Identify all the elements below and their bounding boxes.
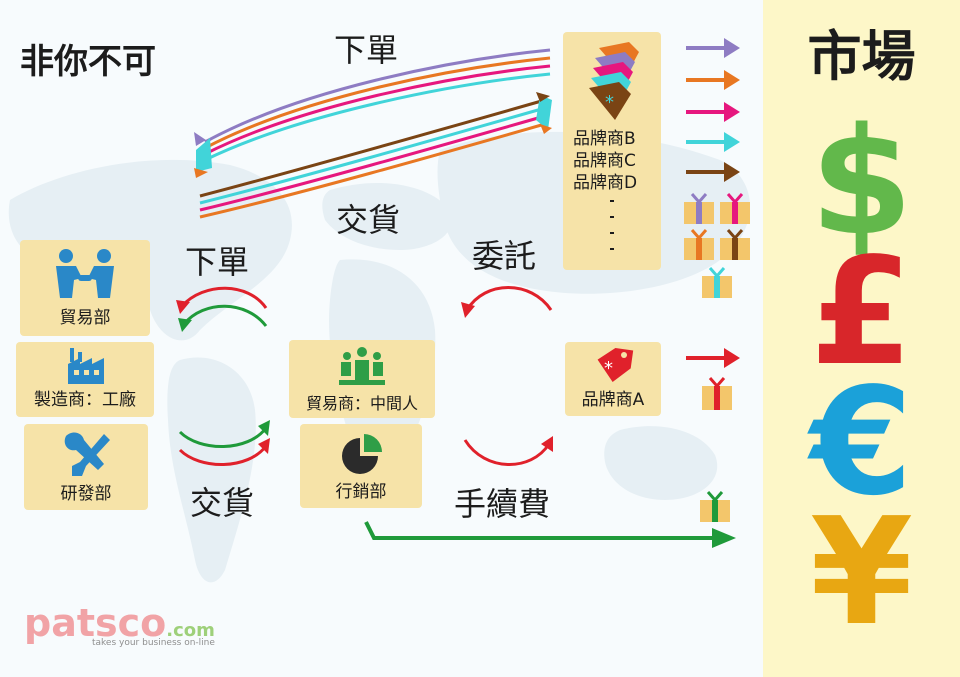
trader-box: 貿易商：中間人 — [289, 340, 435, 418]
trader-brand-arrows — [461, 286, 553, 466]
marketing-market-arrow — [364, 491, 736, 548]
trade-dept-label: 貿易部 — [59, 308, 111, 328]
page-title: 非你不可 — [20, 42, 156, 82]
factory-trader-arrows — [176, 286, 270, 466]
tools-icon — [64, 432, 110, 476]
handshake-people-icon — [56, 249, 114, 298]
delivery-arc-magenta — [199, 114, 546, 212]
brand-a-label: 品牌商A — [581, 390, 645, 410]
rnd-dept-box: 研發部 — [24, 424, 148, 510]
delivery-label-left: 交貨 — [190, 484, 255, 522]
gift-box-icon — [702, 377, 732, 410]
brand-list-box: * 品牌商B 品牌商C 品牌商D — [563, 32, 661, 270]
delivery-arrowhead-stack — [536, 95, 552, 130]
order-label-left: 下單 — [185, 243, 250, 281]
order-label-top: 下單 — [334, 31, 399, 69]
delivery-arc-cyan — [199, 106, 546, 205]
manufacturer-box: 製造商：工廠 — [16, 342, 154, 417]
yen-sign: ¥ — [810, 486, 913, 658]
trade-dept-box: 貿易部 — [20, 240, 150, 336]
brand-list-item-d: 品牌商D — [573, 173, 638, 193]
order-arc-purple — [204, 48, 551, 144]
brand-list-item-c: 品牌商C — [573, 151, 636, 171]
delivery-arc-orange — [199, 122, 546, 219]
brand-market-arrows — [686, 38, 740, 182]
price-tag-icon: * — [597, 348, 634, 382]
stacked-tags-icon: * — [589, 42, 639, 120]
commission-label: 手續費 — [454, 485, 551, 523]
meeting-group-icon — [339, 347, 385, 385]
brand-list: 品牌商B 品牌商C 品牌商D — [573, 128, 637, 194]
brand-a-box: * 品牌商A — [565, 342, 661, 416]
dollar-sign: $ — [810, 96, 913, 268]
market-panel: 市場 $ £ € ¥ — [763, 0, 960, 677]
marketing-box: 行銷部 — [300, 424, 422, 508]
order-arc-magenta — [204, 64, 551, 156]
entrust-label: 委託 — [472, 237, 537, 275]
delivery-arc-brown — [199, 98, 546, 198]
svg-text:*: * — [605, 92, 614, 113]
brand-list-item-b: 品牌商B — [573, 129, 636, 149]
order-arrowhead-stack — [196, 138, 212, 172]
marketing-label: 行銷部 — [335, 482, 387, 502]
gift-box-group — [684, 193, 750, 298]
ellipsis-vertical-icon — [610, 200, 614, 250]
manufacturer-label: 製造商：工廠 — [34, 390, 136, 410]
rnd-dept-label: 研發部 — [60, 484, 112, 504]
pound-sign: £ — [810, 226, 913, 398]
logo-domain: .com — [166, 620, 215, 641]
euro-sign: € — [810, 356, 913, 528]
delivery-label-top: 交貨 — [336, 201, 401, 239]
market-title: 市場 — [807, 25, 916, 88]
trader-label: 貿易商：中間人 — [305, 394, 418, 413]
patsco-logo: patsco.com — [24, 604, 215, 642]
pie-chart-icon — [342, 434, 382, 474]
factory-icon — [68, 348, 104, 384]
brand-a-market-arrow — [686, 348, 740, 410]
gift-box-icon — [700, 491, 730, 522]
logo-tagline: takes your business on-line — [92, 638, 215, 648]
order-arc-orange — [204, 56, 551, 150]
order-arc-cyan — [204, 72, 551, 162]
svg-text:*: * — [604, 358, 613, 379]
logo-name: patsco — [24, 601, 167, 645]
